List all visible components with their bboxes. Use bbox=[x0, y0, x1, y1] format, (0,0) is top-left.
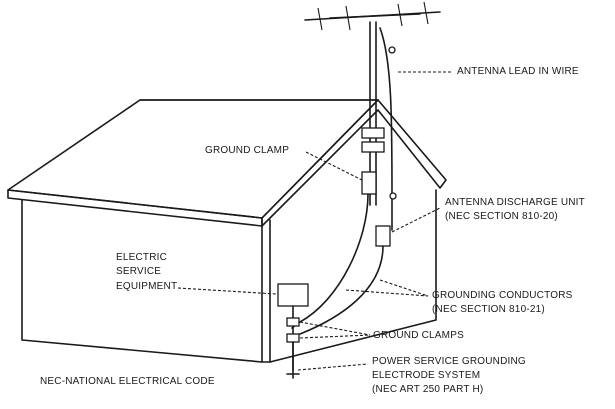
label-electric-service-line1: ELECTRIC bbox=[116, 252, 168, 263]
label-grounding-conductors-section: (NEC SECTION 810-21) bbox=[432, 304, 545, 315]
callout-ground-clamp bbox=[305, 151, 363, 181]
antenna-discharge-unit bbox=[375, 225, 391, 247]
label-grounding-conductors: GROUNDING CONDUCTORS bbox=[432, 290, 573, 301]
label-nec-footnote: NEC-NATIONAL ELECTRICAL CODE bbox=[40, 376, 215, 387]
label-antenna-discharge-unit: ANTENNA DISCHARGE UNIT bbox=[445, 197, 585, 208]
callout-grounding-conductors-a bbox=[345, 289, 429, 297]
label-ground-clamp: GROUND CLAMP bbox=[205, 145, 290, 156]
antenna-lead-wire bbox=[379, 27, 393, 231]
callout-ground-clamps-b bbox=[299, 334, 371, 339]
roof-front bbox=[7, 99, 379, 219]
callout-power-service bbox=[297, 363, 369, 371]
mast-bracket-upper bbox=[361, 127, 385, 139]
ground-clamp-upper bbox=[286, 317, 300, 327]
label-power-service-line1: POWER SERVICE GROUNDING bbox=[372, 356, 526, 367]
mast-bracket-lower bbox=[361, 171, 377, 195]
callout-ground-clamps-a bbox=[299, 321, 371, 336]
callout-grounding-conductors-b bbox=[379, 279, 429, 297]
roof-gable-edge bbox=[261, 99, 447, 227]
roof-eave bbox=[7, 189, 263, 227]
ground-clamp-lower bbox=[286, 333, 300, 343]
label-antenna-discharge-section: (NEC SECTION 810-20) bbox=[445, 211, 558, 222]
grounding-conductor-discharge bbox=[299, 245, 384, 335]
label-electric-service-line2: SERVICE bbox=[116, 266, 162, 277]
label-power-service-line3: (NEC ART 250 PART H) bbox=[372, 384, 484, 395]
front-wall bbox=[21, 199, 263, 363]
electric-service-box bbox=[277, 283, 309, 307]
grounding-conductor-mast bbox=[291, 193, 369, 329]
mast-bracket-middle bbox=[361, 141, 385, 153]
label-power-service-line2: ELECTRODE SYSTEM bbox=[372, 370, 481, 381]
callout-electric-service bbox=[177, 287, 277, 295]
label-electric-service-line3: EQUIPMENT bbox=[116, 281, 178, 292]
gable-wall bbox=[269, 189, 437, 363]
label-ground-clamps: GROUND CLAMPS bbox=[373, 330, 464, 341]
label-antenna-lead-in-wire: ANTENNA LEAD IN WIRE bbox=[457, 66, 579, 77]
callout-discharge bbox=[391, 207, 441, 233]
